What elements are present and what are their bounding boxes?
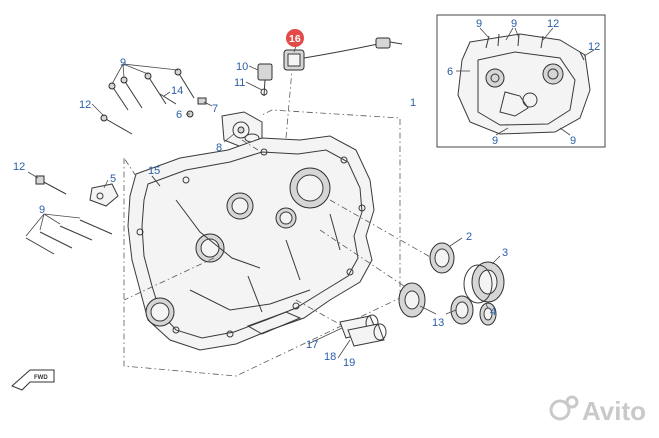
sensor-16-with-cable xyxy=(283,37,403,71)
inset-view xyxy=(436,14,606,148)
watermark: Avito xyxy=(549,395,646,426)
callout-2: 2 xyxy=(466,231,472,243)
callout-13: 13 xyxy=(432,317,444,329)
callout-12-upper: 12 xyxy=(79,99,91,111)
oil-seal-4 xyxy=(479,302,497,326)
callout-15: 15 xyxy=(148,165,160,177)
callout-7: 7 xyxy=(212,103,218,115)
inset-callout-12a: 12 xyxy=(547,18,559,30)
inset-callout-6: 6 xyxy=(447,66,453,78)
sleeves-17-18-19 xyxy=(307,314,387,359)
callout-3: 3 xyxy=(502,247,508,259)
inset-callout-9c: 9 xyxy=(492,135,498,147)
callout-19: 19 xyxy=(343,357,355,369)
forward-arrow-icon: FWD xyxy=(11,369,55,391)
callout-11: 11 xyxy=(234,77,245,89)
crankcase-half xyxy=(127,135,375,351)
callouts-main: 1 2 3 4 5 6 7 8 9 9 10 11 12 12 13 14 15… xyxy=(13,29,508,369)
callout-5: 5 xyxy=(110,173,116,185)
bolt-group-9-upper xyxy=(108,63,195,111)
callout-18: 18 xyxy=(324,351,336,363)
callout-8: 8 xyxy=(216,142,222,154)
bearing-13 xyxy=(398,282,474,325)
callout-9-upper: 9 xyxy=(120,57,126,69)
bearing-3 xyxy=(463,255,505,304)
callout-6: 6 xyxy=(176,109,182,121)
callout-9-lower: 9 xyxy=(39,204,45,216)
bolt-group-9-lower xyxy=(25,213,113,255)
callout-1: 1 xyxy=(410,97,416,109)
inset-callout-12b: 12 xyxy=(588,41,600,53)
callout-16: 16 xyxy=(289,33,301,45)
bracket-5 xyxy=(89,179,119,207)
callout-17: 17 xyxy=(306,339,318,351)
inset-callout-9a: 9 xyxy=(476,18,482,30)
bolt-12-lower xyxy=(27,171,67,195)
callout-14: 14 xyxy=(171,85,183,97)
inset-callout-9d: 9 xyxy=(570,135,576,147)
callout-12-lower: 12 xyxy=(13,161,25,173)
dowel-14-and-pins xyxy=(159,91,213,118)
bearing-2 xyxy=(429,237,463,274)
sensor-10-11 xyxy=(245,63,273,97)
callout-4: 4 xyxy=(490,306,496,318)
callout-16-badge xyxy=(286,29,304,47)
watermark-text: Avito xyxy=(582,396,646,426)
inset-callout-9b: 9 xyxy=(511,18,517,30)
bolt-12-left xyxy=(91,103,133,135)
forward-arrow-label: FWD xyxy=(34,375,48,381)
callout-10: 10 xyxy=(236,61,248,73)
callouts-inset: 9 9 12 12 6 9 9 xyxy=(447,18,600,147)
